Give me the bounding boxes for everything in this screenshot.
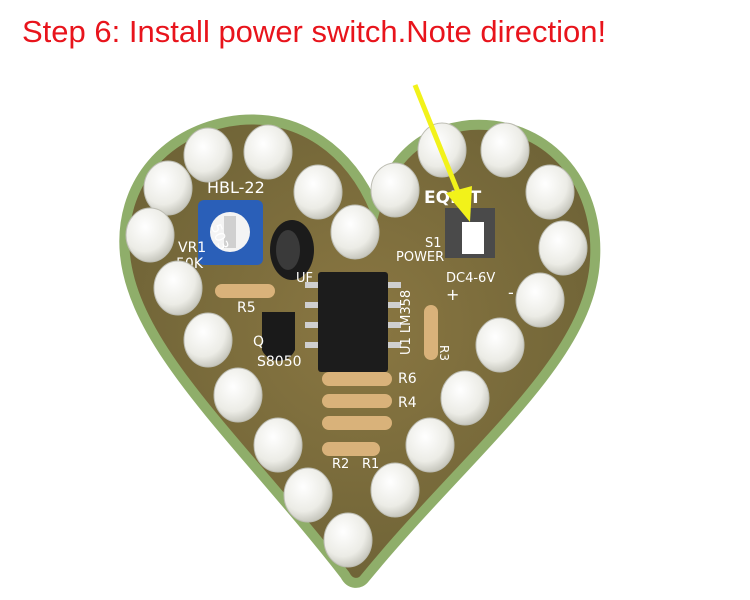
- led-16: [525, 164, 575, 220]
- label-r5: R5: [237, 300, 256, 316]
- direction-arrow: [412, 84, 472, 222]
- led-ring: [125, 122, 588, 568]
- resistor-r3: [424, 305, 438, 360]
- resistor-r4b: [322, 416, 392, 430]
- resistor-r2-r1: [322, 442, 380, 456]
- led-6: [153, 260, 203, 316]
- led-17: [538, 220, 588, 276]
- label-cap: UF: [296, 271, 313, 286]
- potentiometer: [198, 200, 263, 265]
- led-4: [143, 160, 193, 216]
- led-20: [440, 370, 490, 426]
- led-18: [515, 272, 565, 328]
- label-power: POWER: [396, 250, 444, 265]
- led-9: [253, 417, 303, 473]
- led-10: [283, 467, 333, 523]
- led-15: [480, 122, 530, 178]
- resistor-r4: [322, 394, 392, 408]
- transistor: [262, 312, 295, 361]
- led-21: [405, 417, 455, 473]
- led-8: [213, 367, 263, 423]
- lm358-chip: [305, 272, 401, 372]
- label-plus: +: [446, 285, 459, 304]
- led-5: [125, 207, 175, 263]
- label-dc: DC4-6V: [446, 271, 495, 286]
- label-vr1: VR1: [178, 240, 206, 256]
- led-3: [293, 164, 343, 220]
- label-u1: U1 LM358: [399, 290, 414, 355]
- step-caption: Step 6: Install power switch.Note direct…: [22, 14, 607, 49]
- led-22: [370, 462, 420, 518]
- led-19: [475, 317, 525, 373]
- label-r1: R1: [362, 457, 379, 472]
- label-r2: R2: [332, 457, 349, 472]
- label-r4: R4: [398, 395, 417, 411]
- led-13: [370, 162, 420, 218]
- led-1: [183, 127, 233, 183]
- label-s8050: S8050: [257, 354, 302, 370]
- led-12: [330, 204, 380, 260]
- led-2: [243, 124, 293, 180]
- led-7: [183, 312, 233, 368]
- capacitor: [270, 220, 314, 280]
- led-11: [323, 512, 373, 568]
- label-s1: S1: [425, 236, 442, 251]
- label-hbl: HBL-22: [207, 178, 265, 197]
- resistor-r5: [215, 284, 275, 298]
- resistor-r6: [322, 372, 392, 386]
- label-r3: R3: [437, 345, 451, 361]
- label-r6: R6: [398, 371, 417, 387]
- label-q: Q: [253, 334, 264, 350]
- label-minus: -: [508, 283, 514, 302]
